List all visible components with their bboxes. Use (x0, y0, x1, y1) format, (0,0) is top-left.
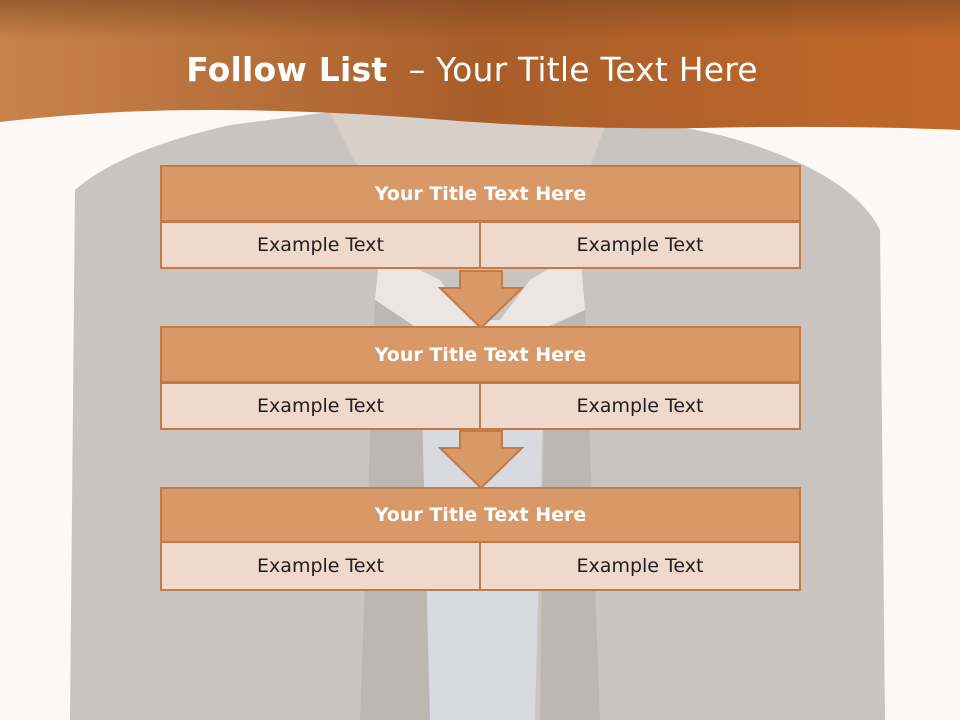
block-cell-right: Example Text (479, 382, 801, 430)
block-cell-left: Example Text (160, 382, 481, 430)
block-title: Your Title Text Here (160, 165, 801, 222)
slide-title-rest: – Your Title Text Here (387, 50, 758, 89)
block-title: Your Title Text Here (160, 326, 801, 383)
block-cell-left: Example Text (160, 221, 481, 269)
shirt-collar (375, 250, 585, 330)
list-block-3: Your Title Text Here Example Text Exampl… (160, 487, 801, 591)
list-block-1: Your Title Text Here Example Text Exampl… (160, 165, 801, 269)
block-cell-right: Example Text (479, 541, 801, 591)
block-cell-left: Example Text (160, 541, 481, 591)
down-arrow-icon (438, 270, 524, 330)
slide-title-bold: Follow List (186, 50, 388, 89)
list-block-2: Your Title Text Here Example Text Exampl… (160, 326, 801, 430)
down-arrow-icon (438, 430, 524, 490)
block-cell-right: Example Text (479, 221, 801, 269)
block-title: Your Title Text Here (160, 487, 801, 543)
slide-title: Follow List – Your Title Text Here (0, 50, 944, 89)
